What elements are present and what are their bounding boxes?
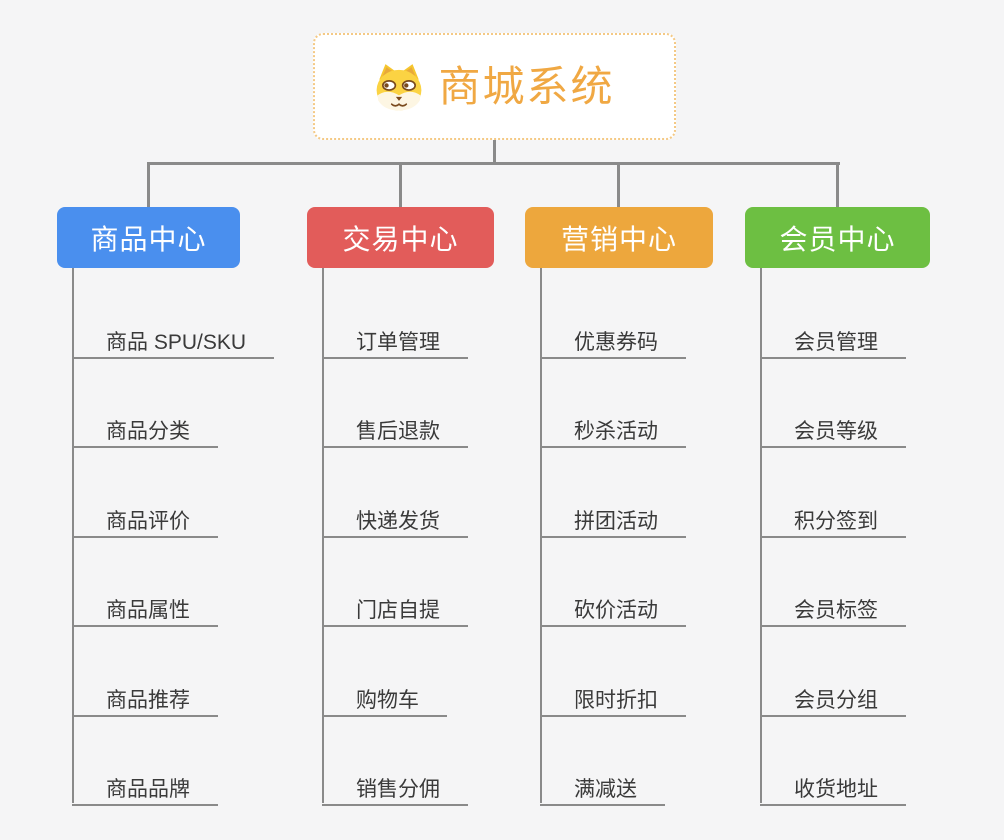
connector-spine [760,268,762,803]
connector-drop [399,164,402,207]
leaf-topic[interactable]: 商品推荐 [72,672,218,717]
connector-drop [617,164,620,207]
leaf-topic[interactable]: 会员管理 [760,314,906,359]
leaf-topic[interactable]: 拼团活动 [540,493,686,538]
branch-marketing-center[interactable]: 营销中心 [525,207,713,268]
connector-drop [836,164,839,207]
branch-member-center[interactable]: 会员中心 [745,207,930,268]
leaf-topic[interactable]: 会员等级 [760,403,906,448]
connector-spine [322,268,324,803]
connector-spine [540,268,542,803]
branch-trade-center[interactable]: 交易中心 [307,207,494,268]
leaf-topic[interactable]: 快递发货 [322,493,468,538]
leaf-topic[interactable]: 秒杀活动 [540,403,686,448]
leaf-topic[interactable]: 售后退款 [322,403,468,448]
leaf-topic[interactable]: 购物车 [322,672,447,717]
root-node[interactable]: 商城系统 [313,33,676,140]
leaf-topic[interactable]: 收货地址 [760,761,906,806]
leaf-topic[interactable]: 门店自提 [322,582,468,627]
leaf-topic[interactable]: 会员分组 [760,672,906,717]
leaf-topic[interactable]: 订单管理 [322,314,468,359]
connector-horizontal [147,162,840,165]
leaf-topic[interactable]: 销售分佣 [322,761,468,806]
leaf-topic[interactable]: 商品属性 [72,582,218,627]
dog-face-icon [374,63,424,111]
branch-product-center[interactable]: 商品中心 [57,207,240,268]
connector-root-vertical [493,140,496,164]
connector-drop [147,164,150,207]
leaf-topic[interactable]: 商品评价 [72,493,218,538]
leaf-topic[interactable]: 限时折扣 [540,672,686,717]
leaf-topic[interactable]: 商品 SPU/SKU [72,314,275,359]
leaf-topic[interactable]: 积分签到 [760,493,906,538]
leaf-topic[interactable]: 满减送 [540,761,665,806]
leaf-topic[interactable]: 会员标签 [760,582,906,627]
leaf-topic[interactable]: 优惠券码 [540,314,686,359]
connector-spine [72,268,74,803]
root-title: 商城系统 [438,62,615,110]
leaf-topic[interactable]: 商品品牌 [72,761,218,806]
leaf-topic[interactable]: 砍价活动 [540,582,686,627]
leaf-topic[interactable]: 商品分类 [72,403,218,448]
